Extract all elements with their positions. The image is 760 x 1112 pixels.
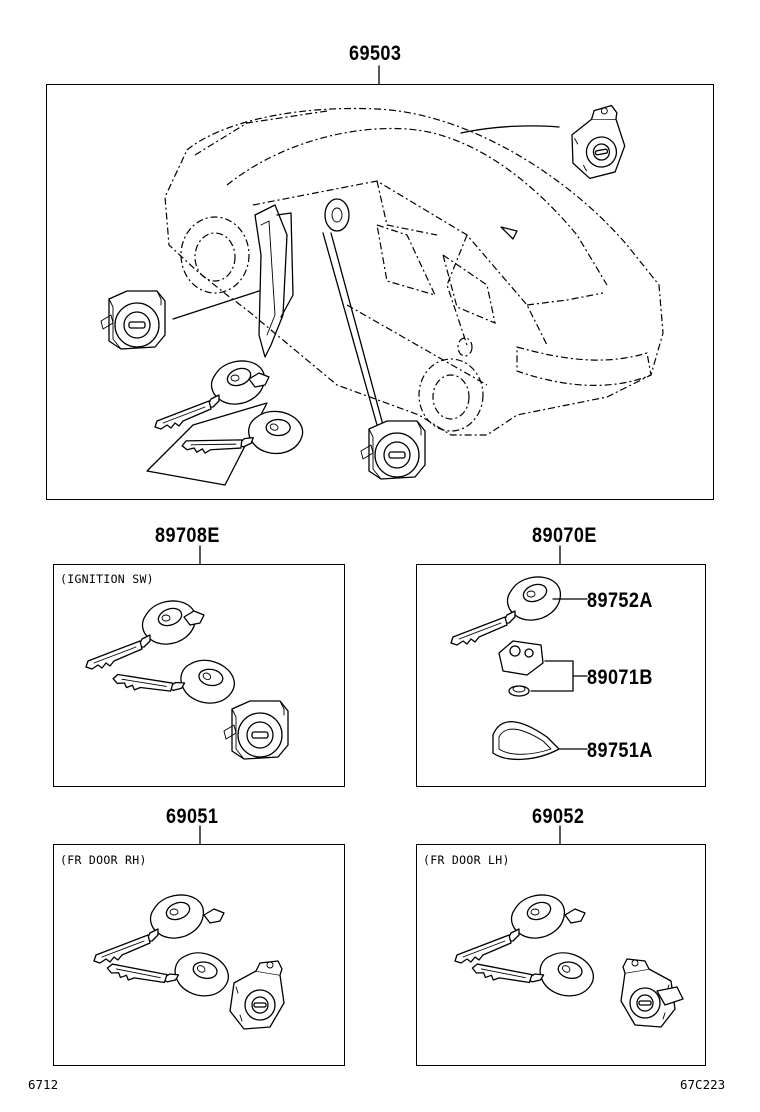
door-lh-set-leader <box>559 825 561 847</box>
ignition-lock-cylinder <box>223 700 289 760</box>
door-lh-set-note: (FR DOOR LH) <box>423 853 510 867</box>
door-rh-set-note: (FR DOOR RH) <box>60 853 147 867</box>
main-set-frame <box>46 84 714 500</box>
transmitter-set-frame: 89752A 89071B 89751A <box>416 564 706 787</box>
door-lh-lock-cylinder <box>620 958 684 1028</box>
door-rh-set-part-number: 69051 <box>166 805 219 828</box>
transmitter-set-leader <box>559 545 561 567</box>
door-lh-set-frame: (FR DOOR LH) <box>416 844 706 1066</box>
door-rh-lock-cylinder <box>229 960 285 1030</box>
main-ignition-cylinder <box>360 420 426 480</box>
main-door-cylinder-left <box>100 290 166 350</box>
main-door-cylinder-right <box>563 103 630 182</box>
main-key-bottom <box>180 383 309 486</box>
door-lh-set-part-number: 69052 <box>532 805 585 828</box>
door-rh-set-frame: (FR DOOR RH) <box>53 844 345 1066</box>
transmitter-set-part-number: 89070E <box>532 524 597 547</box>
callout-transmitter-housing: 89071B <box>587 666 653 689</box>
transmitter-illustration <box>450 576 588 761</box>
footer-right-code: 67C223 <box>680 1077 726 1092</box>
ignition-set-frame: (IGNITION SW) <box>53 564 345 787</box>
callout-key-plate: 89752A <box>587 589 653 612</box>
vehicle-illustration <box>146 107 664 486</box>
ignition-set-note: (IGNITION SW) <box>60 572 154 586</box>
ignition-set-part-number: 89708E <box>155 524 220 547</box>
main-set-part-number: 69503 <box>349 42 402 65</box>
ignition-set-leader <box>199 545 201 567</box>
footer-left-code: 6712 <box>28 1077 59 1092</box>
callout-key-cover: 89751A <box>587 739 653 762</box>
door-rh-set-leader <box>199 825 201 847</box>
main-set-leader <box>378 65 380 87</box>
